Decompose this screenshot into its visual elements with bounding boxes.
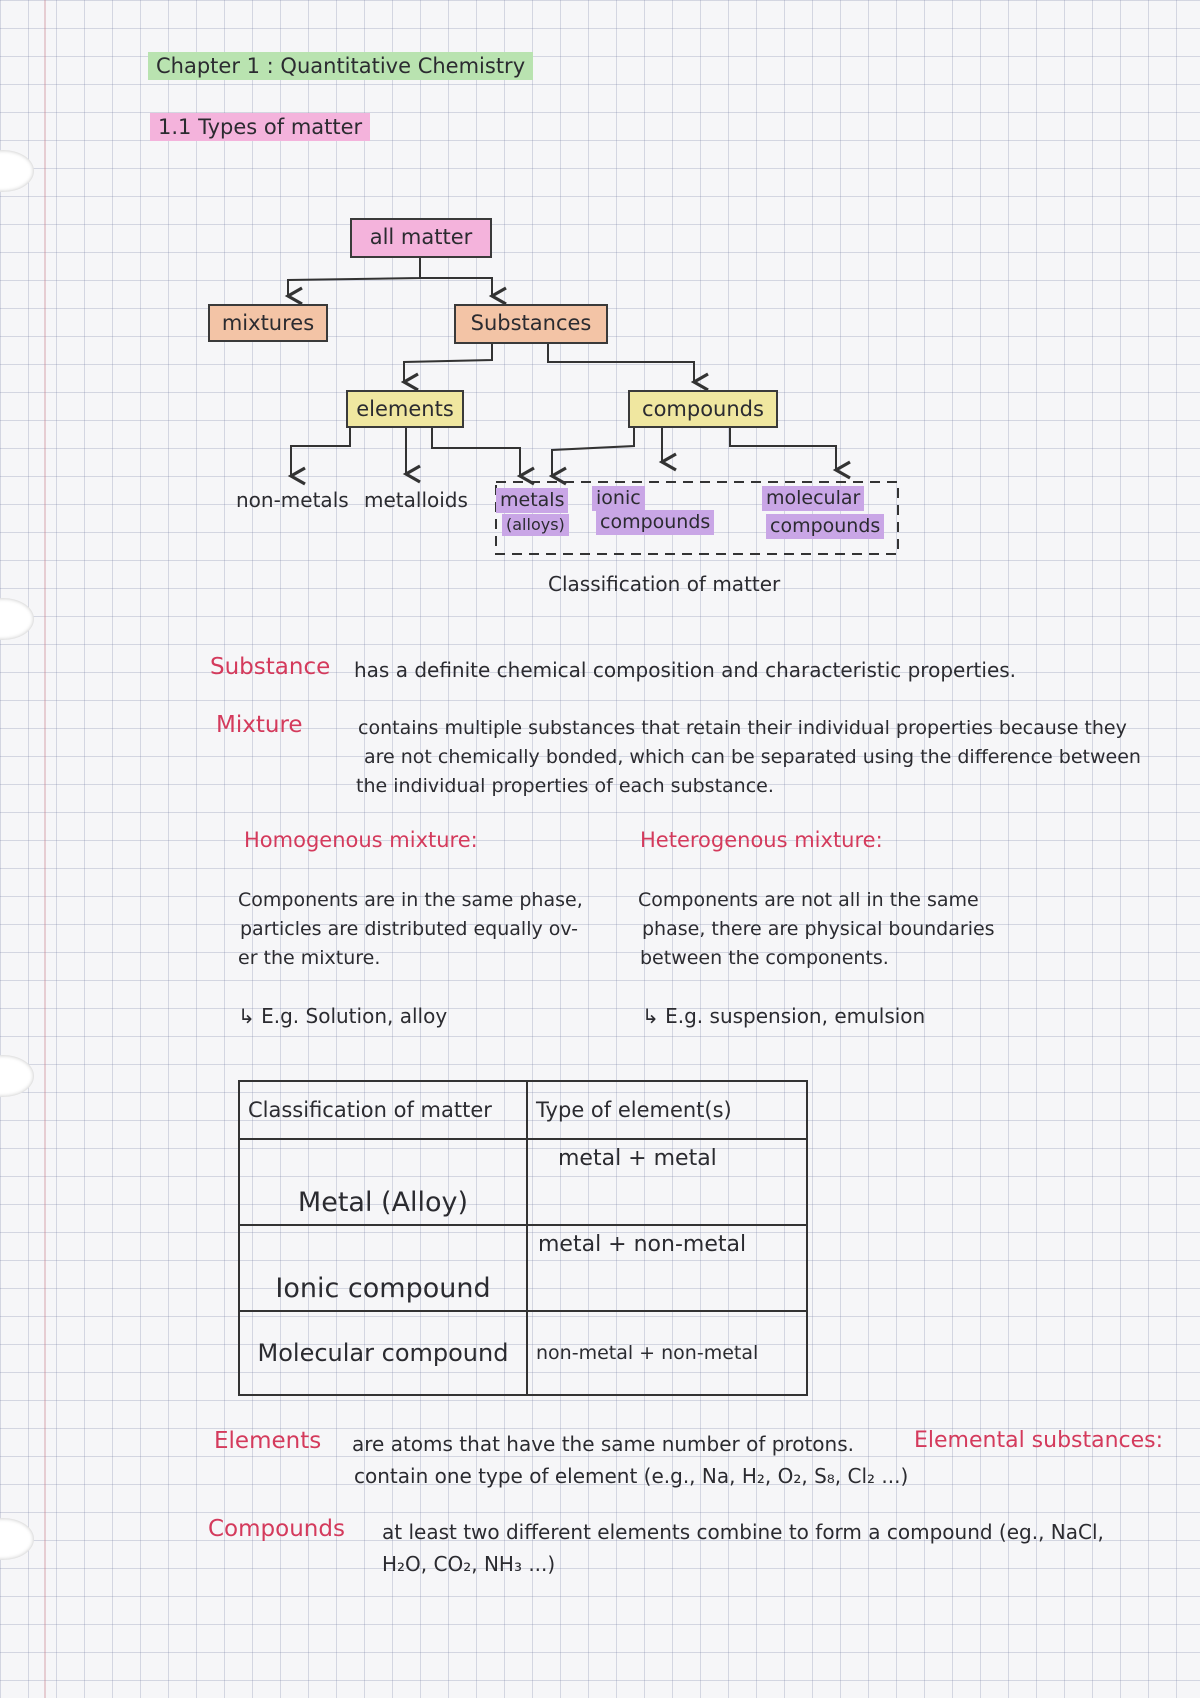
- section-title: 1.1 Types of matter: [150, 113, 371, 141]
- node-elements: elements: [346, 390, 464, 428]
- term-compounds: Compounds: [208, 1516, 345, 1542]
- heterogenous-line1: Components are not all in the same: [638, 889, 979, 911]
- term-elemental-substances: Elemental substances:: [914, 1428, 1164, 1453]
- table-row: Metal (Alloy) metal + metal: [238, 1138, 808, 1226]
- mixture-definition-line1: contains multiple substances that retain…: [358, 717, 1127, 739]
- node-compounds: compounds: [628, 390, 778, 428]
- table-row: Ionic compound metal + non-metal: [238, 1224, 808, 1312]
- table-cell-classification: Metal (Alloy): [238, 1138, 528, 1226]
- table-header-type: Type of element(s): [526, 1080, 808, 1140]
- punch-hole: [0, 598, 34, 640]
- homogenous-example: ↳ E.g. Solution, alloy: [238, 1004, 448, 1028]
- heterogenous-line3: between the components.: [640, 947, 889, 969]
- substance-definition: has a definite chemical composition and …: [354, 658, 1017, 682]
- compounds-line2: H₂O, CO₂, NH₃ ...): [382, 1552, 556, 1576]
- leaf-metals: metals: [496, 488, 569, 513]
- mixture-definition-line2: are not chemically bonded, which can be …: [364, 746, 1141, 768]
- leaf-molecular-compounds: compounds: [766, 514, 885, 539]
- term-mixture: Mixture: [216, 712, 303, 738]
- node-all-matter: all matter: [350, 218, 492, 258]
- table-cell-classification: Ionic compound: [238, 1224, 528, 1312]
- leaf-non-metals: non-metals: [236, 488, 349, 512]
- node-substances: Substances: [454, 304, 608, 344]
- leaf-ionic-compounds: compounds: [596, 510, 715, 535]
- homogenous-title: Homogenous mixture:: [244, 828, 478, 852]
- table-cell-classification: Molecular compound: [238, 1310, 528, 1396]
- punch-hole: [0, 1055, 34, 1097]
- table-row: Molecular compound non-metal + non-metal: [238, 1310, 808, 1396]
- table-cell-type: metal + non-metal: [526, 1224, 808, 1312]
- classification-tree-lines: [284, 258, 899, 555]
- table-cell-type: metal + metal: [526, 1138, 808, 1226]
- leaf-molecular: molecular: [762, 486, 865, 511]
- chapter-title: Chapter 1 : Quantitative Chemistry: [148, 52, 534, 80]
- punch-hole: [0, 1518, 34, 1560]
- elements-line1: are atoms that have the same number of p…: [352, 1432, 854, 1456]
- leaf-metalloids: metalloids: [364, 488, 468, 512]
- leaf-alloys: (alloys): [502, 514, 569, 536]
- table-header-classification: Classification of matter: [238, 1080, 528, 1140]
- diagram-caption: Classification of matter: [548, 572, 781, 596]
- table-header-row: Classification of matter Type of element…: [238, 1080, 808, 1140]
- term-elements: Elements: [214, 1428, 322, 1454]
- classification-table: Classification of matter Type of element…: [238, 1080, 808, 1396]
- elements-line2: contain one type of element (e.g., Na, H…: [354, 1464, 909, 1488]
- heterogenous-title: Heterogenous mixture:: [640, 828, 883, 852]
- homogenous-line3: er the mixture.: [238, 947, 381, 969]
- mixture-definition-line3: the individual properties of each substa…: [356, 775, 774, 797]
- term-substance: Substance: [210, 654, 331, 680]
- homogenous-line2: particles are distributed equally ov-: [240, 918, 578, 940]
- heterogenous-line2: phase, there are physical boundaries: [642, 918, 995, 940]
- compounds-line1: at least two different elements combine …: [382, 1520, 1104, 1544]
- table-cell-type: non-metal + non-metal: [526, 1310, 808, 1396]
- heterogenous-example: ↳ E.g. suspension, emulsion: [642, 1004, 926, 1028]
- homogenous-line1: Components are in the same phase,: [238, 889, 583, 911]
- margin-line: [44, 0, 46, 1698]
- leaf-ionic: ionic: [592, 486, 645, 511]
- node-mixtures: mixtures: [208, 304, 328, 342]
